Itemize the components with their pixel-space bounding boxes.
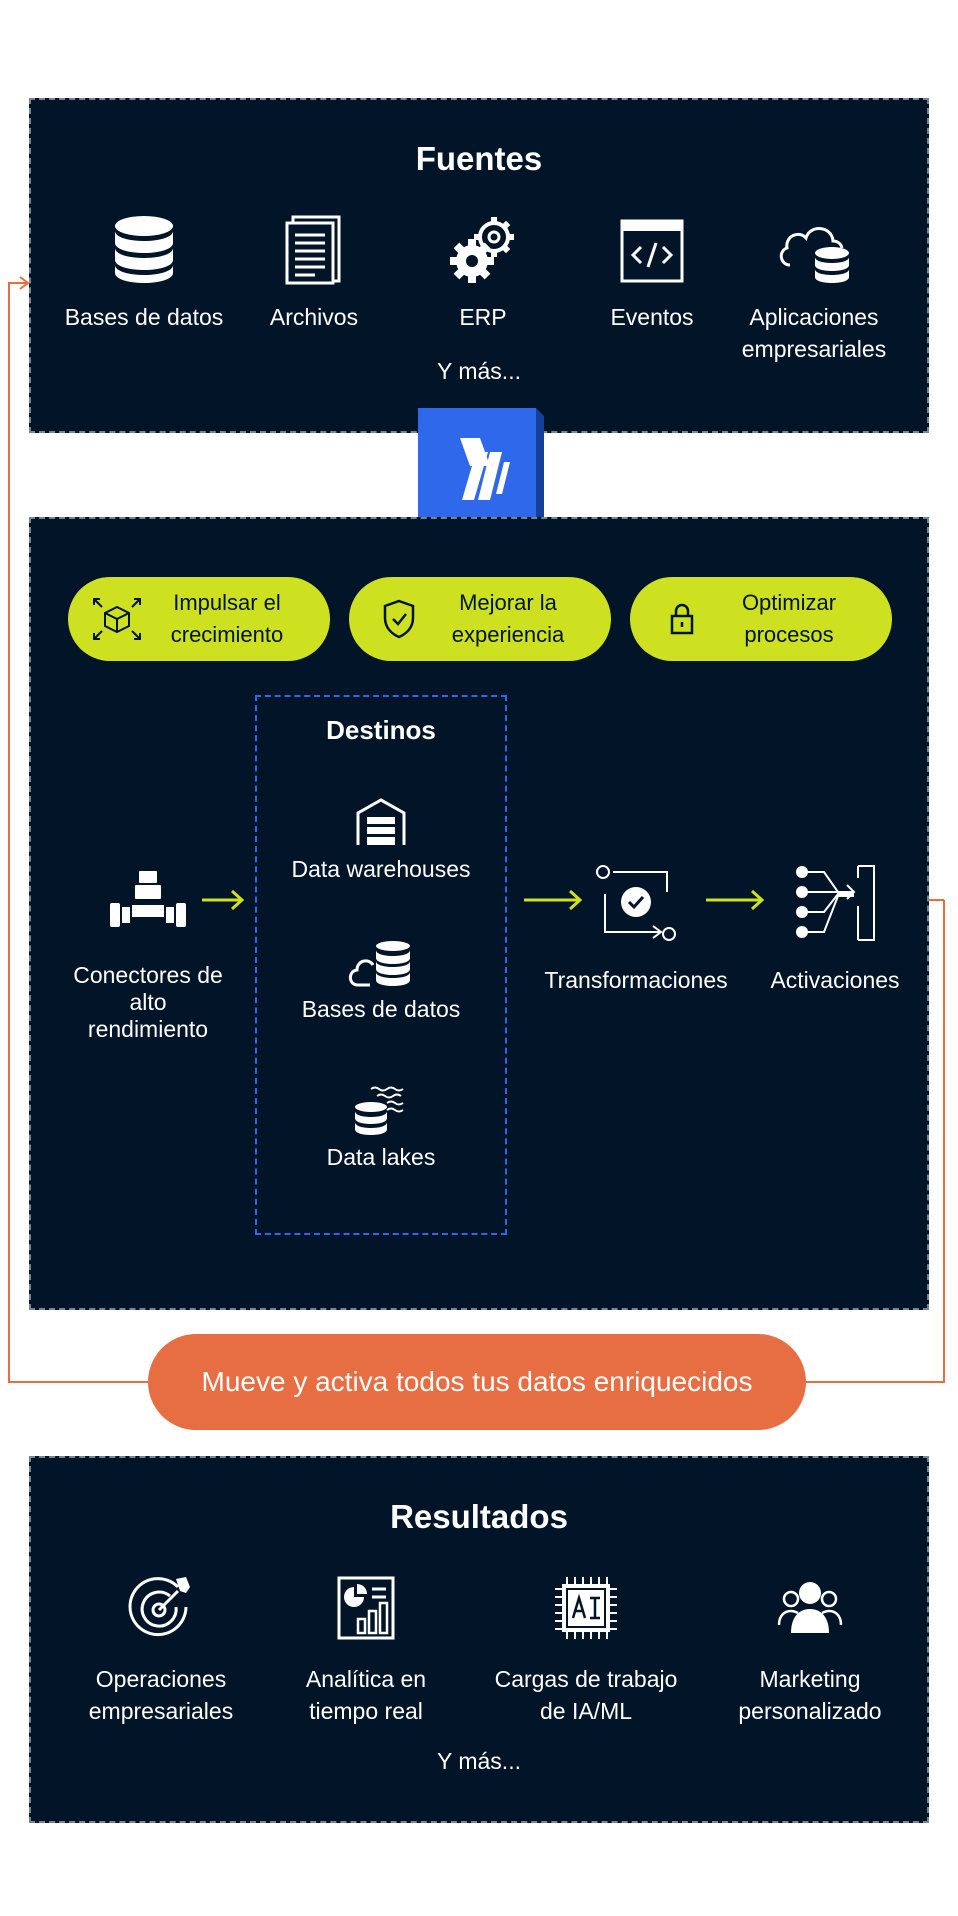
benefit-label: Optimizar procesos <box>741 590 837 647</box>
result-item-marketing: Marketing personalizado <box>700 1575 920 1727</box>
activations-label: Activaciones <box>770 967 900 993</box>
results-title: Resultados <box>390 1498 568 1535</box>
source-item-files: Archivos <box>201 215 427 333</box>
destination-label: Data lakes <box>326 1144 436 1170</box>
transformations-label: Transformaciones <box>544 967 728 993</box>
result-item-operations: Operaciones empresariales <box>51 1575 271 1727</box>
arrow-to-transformations <box>524 889 583 911</box>
activation-icon <box>796 865 875 941</box>
result-label: Cargas de trabajo de IA/ML <box>494 1666 678 1724</box>
cloud-database-icon <box>348 941 410 987</box>
result-item-analytics: Analítica en tiempo real <box>256 1575 476 1727</box>
connectors-node: Conectores de alto rendimiento <box>48 868 248 1043</box>
result-item-ai-ml: Cargas de trabajo de IA/ML <box>461 1575 711 1727</box>
cta-button[interactable]: Mueve y activa todos tus datos enriqueci… <box>148 1334 806 1430</box>
source-item-events: Eventos <box>539 215 765 333</box>
benefit-pill-processes: Optimizar procesos <box>630 577 892 661</box>
results-more-text: Y más... <box>437 1748 521 1774</box>
arrow-to-activations <box>706 889 765 911</box>
transform-icon <box>596 865 676 941</box>
connectors-label: Conectores de alto rendimiento <box>73 962 223 1042</box>
warehouse-icon <box>356 798 406 845</box>
document-icon <box>285 215 341 285</box>
destinations-title: Destinos <box>326 715 436 745</box>
cloud-database-icon <box>779 227 849 283</box>
source-label: Bases de datos <box>64 304 224 330</box>
connector-icon <box>108 869 188 929</box>
source-label: Archivos <box>269 304 359 330</box>
report-chart-icon <box>337 1576 395 1640</box>
sources-panel: Fuentes Bases de datos Archivos <box>29 98 929 433</box>
target-icon <box>128 1577 190 1637</box>
destination-item-databases: Bases de datos <box>257 939 505 1025</box>
lock-icon <box>670 603 694 635</box>
destination-item-warehouses: Data warehouses <box>257 797 505 885</box>
transformations-node: Transformaciones <box>526 864 746 996</box>
sources-title: Fuentes <box>415 140 543 177</box>
result-label: Analítica en tiempo real <box>305 1666 427 1724</box>
people-icon <box>777 1582 843 1633</box>
source-item-erp: ERP <box>370 215 596 333</box>
source-label: Aplicaciones empresariales <box>741 304 887 362</box>
destinations-box: Destinos Data warehouses Bases de datos <box>255 695 507 1235</box>
benefit-label: Mejorar la experiencia <box>451 590 565 647</box>
brand-logo-icon <box>418 408 544 534</box>
benefit-label: Impulsar el crecimiento <box>170 590 284 647</box>
benefit-pill-experience: Mejorar la experiencia <box>349 577 611 661</box>
source-label: Eventos <box>610 304 694 330</box>
result-label: Marketing personalizado <box>738 1666 882 1724</box>
ai-chip-icon <box>555 1577 617 1639</box>
results-panel: Resultados Operaciones empresariales Ana… <box>29 1456 929 1823</box>
code-window-icon <box>620 219 684 283</box>
activations-node: Activaciones <box>746 864 924 996</box>
source-item-databases: Bases de datos <box>31 215 257 333</box>
destination-label: Bases de datos <box>301 996 461 1022</box>
destination-label: Data warehouses <box>291 856 471 882</box>
source-label: ERP <box>459 304 507 330</box>
data-lake-icon <box>355 1086 404 1135</box>
sources-more-text: Y más... <box>437 358 521 384</box>
result-label: Operaciones empresariales <box>88 1666 234 1724</box>
gears-icon <box>450 217 514 283</box>
benefit-pill-growth: Impulsar el crecimiento <box>68 577 330 661</box>
shield-check-icon <box>383 599 415 639</box>
destination-item-lakes: Data lakes <box>257 1085 505 1173</box>
source-item-business-apps: Aplicaciones empresariales <box>701 215 927 365</box>
cube-expand-icon <box>93 598 141 640</box>
arrow-to-destinations <box>202 889 245 911</box>
database-icon <box>115 216 173 283</box>
